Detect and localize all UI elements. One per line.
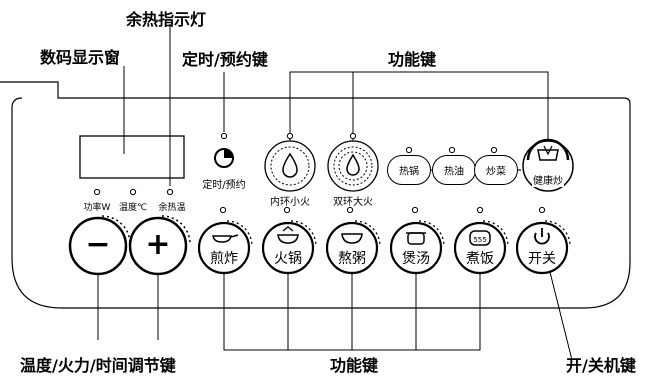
residual-heat-indicator-label: 余热温	[158, 203, 186, 213]
soup-indicator-dot	[411, 206, 419, 214]
double-ring-button[interactable]	[327, 140, 379, 192]
healthy-fry-icon	[537, 145, 559, 161]
power-key-callout: 开/关机键	[566, 356, 636, 375]
hot-oil-indicator-dot	[448, 146, 456, 154]
rice-label: 煮饭	[466, 251, 494, 267]
timer-preset-callout: 定时/预约键	[182, 50, 268, 69]
power-button[interactable]	[515, 220, 571, 275]
function-keys-bottom-callout: 功能键	[330, 356, 379, 375]
porridge-indicator-dot	[346, 206, 354, 214]
inner-ring-label: 内环小火	[270, 197, 310, 208]
hotpot-button[interactable]	[261, 220, 317, 275]
fry-button[interactable]	[197, 220, 253, 275]
power-key-indicator-dot	[538, 206, 546, 214]
function-keys-top-callout: 功能键	[388, 50, 437, 69]
temperature-indicator-label: 温度℃	[118, 203, 148, 213]
hot-pan-indicator-dot	[405, 146, 413, 154]
hot-pan-button[interactable]: 热锅	[387, 155, 431, 185]
rice-button[interactable]: 555	[453, 220, 509, 275]
double-ring-label: 双环大火	[333, 197, 373, 208]
porridge-label: 熬粥	[338, 251, 366, 267]
hot-oil-button[interactable]: 热油	[432, 155, 476, 185]
residual-heat-indicator-dot	[166, 188, 174, 196]
flame-icon	[282, 152, 298, 178]
bowl-icon	[341, 233, 363, 244]
display-window	[79, 135, 185, 179]
svg-text:555: 555	[473, 236, 486, 244]
frying-pan-icon	[212, 234, 239, 243]
plus-icon: +	[145, 227, 171, 262]
adjust-keys-callout: 温度/火力/时间调节键	[20, 356, 176, 375]
timer-indicator-dot	[220, 132, 228, 140]
porridge-button[interactable]	[325, 220, 381, 275]
stir-fry-indicator-dot	[490, 146, 498, 154]
hotpot-icon	[277, 226, 299, 244]
hotpot-indicator-dot	[283, 206, 291, 214]
double-ring-indicator-dot	[349, 132, 357, 140]
soup-pot-icon	[406, 232, 426, 245]
hot-pan-label: 热锅	[399, 166, 419, 178]
rice-cooker-icon: 555	[469, 230, 491, 246]
minus-button[interactable]	[68, 215, 131, 276]
power-label: 开关	[528, 251, 556, 267]
plus-button[interactable]	[128, 215, 191, 276]
function-top-bracket	[289, 71, 549, 158]
hot-oil-label: 热油	[444, 166, 464, 178]
inner-ring-button[interactable]	[264, 140, 316, 192]
power-indicator-dot	[93, 188, 101, 196]
power-indicator-label: 功率W	[83, 203, 111, 213]
minus-icon: −	[85, 227, 111, 262]
hotpot-label: 火锅	[274, 251, 302, 267]
flame-icon	[346, 153, 360, 176]
fry-label: 煎炸	[210, 251, 238, 267]
healthy-fry-label: 健康炒	[532, 172, 564, 187]
soup-button[interactable]	[389, 220, 445, 275]
power-icon	[534, 228, 550, 245]
temperature-indicator-dot	[129, 188, 137, 196]
stir-fry-label: 炒菜	[486, 166, 506, 178]
residual-heat-callout: 余热指示灯	[126, 10, 207, 29]
panel-outline	[0, 81, 631, 309]
inner-ring-indicator-dot	[286, 132, 294, 140]
timer-label: 定时/预约	[202, 180, 246, 191]
display-window-callout: 数码显示窗	[40, 48, 121, 67]
fry-indicator-dot	[219, 206, 227, 214]
soup-label: 煲汤	[402, 251, 430, 267]
rice-indicator-dot	[476, 206, 484, 214]
timer-icon	[214, 148, 234, 168]
stir-fry-button[interactable]: 炒菜	[474, 155, 518, 185]
